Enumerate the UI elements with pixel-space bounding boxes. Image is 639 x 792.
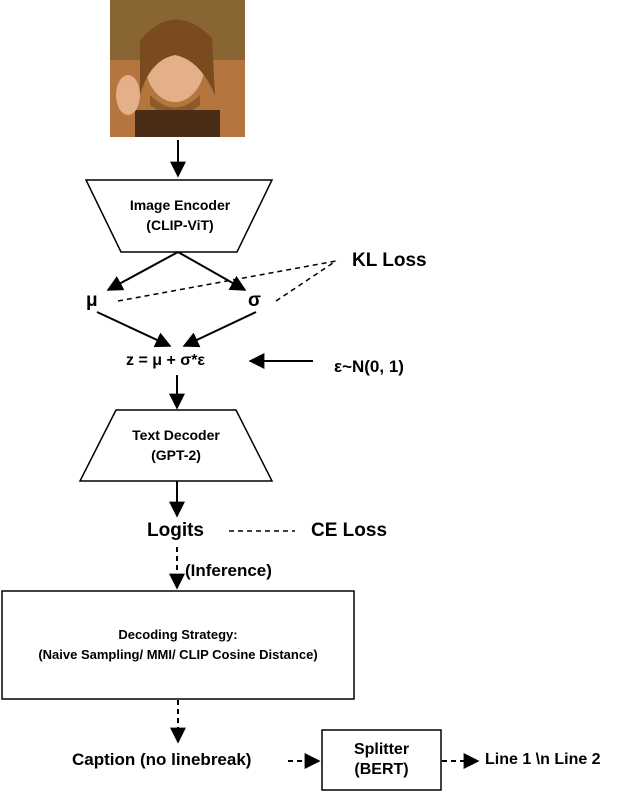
image-encoder-line2: (CLIP-ViT) — [146, 217, 214, 233]
decoding-strategy-label: Decoding Strategy: (Naive Sampling/ MMI/… — [2, 625, 354, 665]
decoding-line2: (Naive Sampling/ MMI/ CLIP Cosine Distan… — [38, 647, 318, 662]
mu-label: μ — [86, 290, 98, 311]
epsilon-label: ε~N(0, 1) — [334, 357, 404, 376]
text-decoder-line1: Text Decoder — [132, 427, 220, 443]
caption-label: Caption (no linebreak) — [72, 750, 252, 769]
kl-dash-sigma — [275, 260, 337, 302]
decoding-strategy-box — [1, 590, 355, 700]
splitter-line1: Splitter — [353, 741, 410, 758]
sigma-label: σ — [248, 290, 261, 311]
splitter-box — [321, 729, 442, 791]
arrow-sigma-to-z — [182, 311, 257, 348]
arrow-encoder-to-mu — [106, 251, 179, 291]
text-decoder-line2: (GPT-2) — [151, 447, 201, 463]
decoding-line1: Decoding Strategy: — [118, 627, 238, 642]
person-photo — [110, 0, 245, 137]
arrow-encoder-to-sigma — [177, 251, 247, 291]
kl-dash-mu — [117, 260, 337, 302]
kl-loss-label: KL Loss — [352, 250, 427, 271]
logits-label: Logits — [147, 520, 204, 541]
splitter-label: Splitter (BERT) — [322, 740, 441, 780]
ce-loss-label: CE Loss — [311, 520, 388, 541]
arrow-mu-to-z — [96, 311, 172, 348]
image-encoder-line1: Image Encoder — [129, 197, 231, 213]
text-decoder-label: Text Decoder (GPT-2) — [96, 425, 256, 465]
output-label: Line 1 \n Line 2 — [485, 751, 601, 768]
image-encoder-shape — [84, 179, 274, 253]
text-decoder-shape — [78, 409, 274, 482]
inference-label: (Inference) — [185, 561, 272, 580]
splitter-line2: (BERT) — [354, 761, 409, 778]
image-encoder-label: Image Encoder (CLIP-ViT) — [100, 195, 260, 235]
z-formula-label: z = μ + σ*ε — [126, 352, 206, 369]
